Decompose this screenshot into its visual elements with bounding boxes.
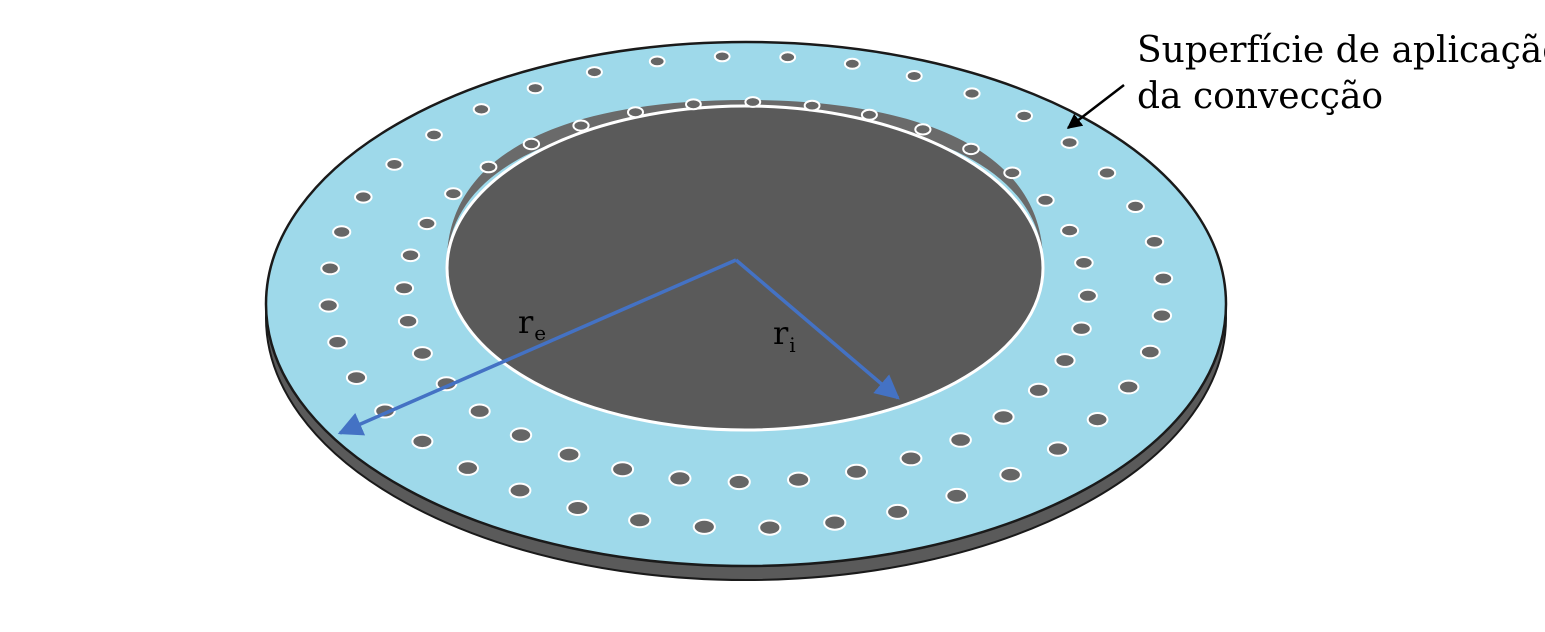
perforation-hole bbox=[992, 409, 1015, 425]
perforation-hole bbox=[1060, 136, 1079, 149]
perforation-hole bbox=[526, 82, 544, 95]
perforation-hole bbox=[468, 403, 491, 419]
perforation-hole bbox=[758, 519, 782, 536]
inner-opening-edge bbox=[445, 104, 1045, 432]
perforation-hole bbox=[1054, 353, 1076, 368]
perforation-hole bbox=[648, 55, 666, 68]
annotation-line-2: da convecção bbox=[1137, 76, 1383, 117]
perforation-hole bbox=[945, 487, 969, 504]
perforation-hole bbox=[744, 96, 762, 108]
perforation-hole bbox=[318, 298, 339, 313]
perforation-hole bbox=[843, 57, 861, 70]
perforation-hole bbox=[1097, 166, 1117, 180]
inner-radius-label: ri bbox=[773, 314, 796, 357]
perforation-hole bbox=[557, 446, 581, 463]
perforation-hole bbox=[572, 119, 590, 132]
perforation-hole bbox=[417, 216, 437, 231]
perforation-hole bbox=[845, 463, 868, 480]
perforation-hole bbox=[886, 503, 910, 520]
perforation-hole bbox=[1139, 344, 1161, 360]
perforation-hole bbox=[905, 70, 923, 82]
perforation-hole bbox=[456, 460, 479, 476]
perforation-hole bbox=[1077, 288, 1098, 303]
perforation-hole bbox=[823, 514, 847, 531]
annotation-arrow bbox=[1066, 84, 1125, 129]
perforation-hole bbox=[394, 281, 415, 296]
perforation-hole bbox=[1086, 412, 1109, 428]
inner-radius-label-main: r bbox=[773, 314, 789, 352]
perforation-hole bbox=[949, 432, 972, 448]
perforation-hole bbox=[779, 51, 797, 64]
outer-radius-label-main: r bbox=[518, 303, 534, 341]
perforation-hole bbox=[522, 137, 541, 151]
perforation-hole bbox=[1071, 321, 1092, 336]
perforation-hole bbox=[1036, 193, 1055, 207]
perforation-hole bbox=[1015, 109, 1033, 123]
perforation-hole bbox=[472, 103, 491, 116]
perforation-hole bbox=[611, 461, 635, 478]
perforation-hole bbox=[999, 466, 1022, 483]
perforation-hole bbox=[1003, 166, 1022, 180]
perforation-hole bbox=[585, 66, 603, 79]
perforation-hole bbox=[1153, 271, 1174, 286]
perforation-hole bbox=[899, 450, 923, 467]
perforation-hole bbox=[963, 87, 981, 100]
perforation-hole bbox=[1046, 441, 1070, 457]
perforation-hole bbox=[385, 158, 404, 171]
perforation-hole bbox=[668, 470, 692, 487]
outer-radius-label: re bbox=[518, 303, 546, 345]
perforation-hole bbox=[479, 160, 498, 174]
perforation-hole bbox=[914, 123, 932, 136]
perforation-holes bbox=[318, 50, 1174, 536]
perforation-hole bbox=[411, 433, 434, 450]
perforation-hole bbox=[692, 518, 716, 535]
perforation-hole bbox=[411, 346, 433, 361]
perforation-hole bbox=[444, 187, 463, 201]
perforation-hole bbox=[425, 128, 443, 142]
perforation-hole bbox=[400, 248, 421, 263]
perforation-hole bbox=[332, 225, 352, 239]
perforation-hole bbox=[327, 335, 348, 350]
perforation-hole bbox=[1074, 256, 1094, 270]
perforation-hole bbox=[1144, 235, 1165, 249]
perforation-hole bbox=[787, 471, 811, 488]
inner-radius-label-sub: i bbox=[789, 333, 795, 357]
perforation-hole bbox=[1151, 308, 1173, 323]
perforation-hole bbox=[509, 427, 533, 443]
perforation-hole bbox=[628, 512, 652, 529]
perforation-hole bbox=[345, 370, 368, 386]
perforation-hole bbox=[566, 500, 590, 516]
perforation-hole bbox=[354, 190, 373, 204]
perforation-hole bbox=[508, 482, 532, 499]
perforation-hole bbox=[685, 98, 702, 111]
annotation-line-1: Superfície de aplicação bbox=[1137, 30, 1545, 71]
perforation-hole bbox=[1126, 199, 1145, 213]
perforation-hole bbox=[397, 314, 419, 329]
perforation-hole bbox=[320, 261, 340, 276]
outer-radius-arrow bbox=[337, 258, 737, 436]
perforation-hole bbox=[1118, 379, 1140, 395]
perforation-hole bbox=[860, 108, 878, 121]
inner-radius-arrow bbox=[734, 258, 900, 400]
perforation-hole bbox=[713, 50, 731, 63]
perforation-hole bbox=[962, 142, 980, 156]
perforation-hole bbox=[803, 99, 821, 112]
perforation-hole bbox=[727, 473, 751, 491]
perforation-hole bbox=[1027, 382, 1050, 398]
outer-radius-label-sub: e bbox=[534, 321, 546, 345]
perforation-hole bbox=[1060, 223, 1080, 238]
perforation-hole bbox=[627, 106, 644, 119]
